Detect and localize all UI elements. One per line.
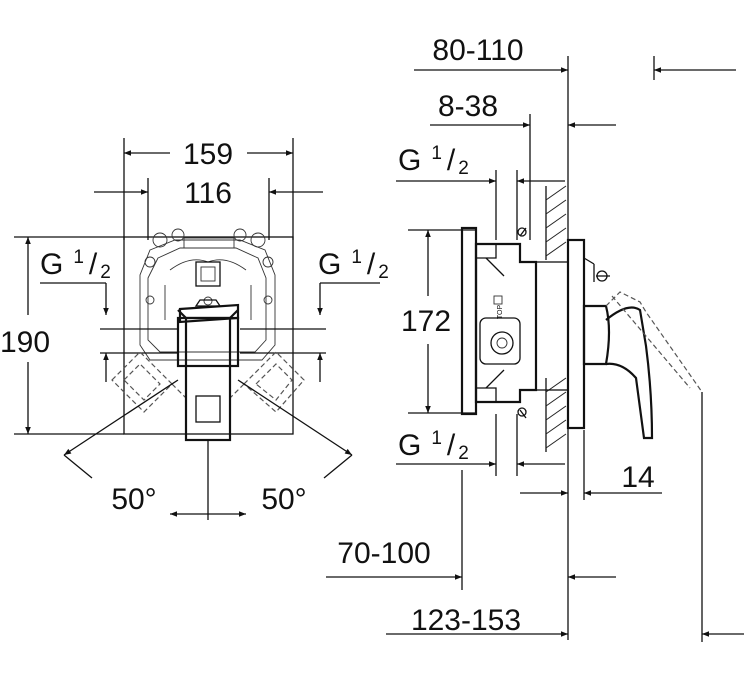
dim-label-190: 190 [0, 326, 50, 359]
thread-bottom-side [396, 414, 565, 476]
thread-label-side-top: G 1 / 2 [398, 143, 469, 179]
lever-handle-front [176, 299, 240, 442]
dim-70-100: 70-100 [326, 470, 616, 590]
mounting-plate [123, 236, 294, 435]
thread-label-front-left: G 1 / 2 [40, 247, 111, 283]
thread-top-side [396, 170, 565, 240]
box-label-top: TOP [497, 305, 504, 320]
dim-label-70-100: 70-100 [337, 537, 430, 570]
thread-label-front-right: G 1 / 2 [318, 247, 389, 283]
dim-123-153: 123-153 [386, 392, 744, 642]
dim-14: 14 [520, 430, 662, 500]
angle-indicators [63, 379, 353, 520]
angle-label-right: 50° [261, 483, 306, 516]
front-view: 159 116 190 [0, 138, 389, 520]
thread-connections-front [40, 282, 380, 382]
dim-label-159: 159 [183, 138, 233, 171]
dim-172: 172 [401, 229, 476, 414]
valve-box-side: TOP [460, 226, 569, 419]
side-view: 80-110 8-38 G 1 / 2 172 [326, 34, 744, 642]
lever-handle-side [582, 291, 703, 440]
dim-80-110: 80-110 [414, 34, 736, 73]
valve-body-outline [139, 228, 276, 361]
wall-plate-side [566, 238, 610, 430]
dim-height-190: 190 [0, 236, 124, 435]
thread-label-side-bottom: G 1 / 2 [398, 428, 469, 464]
handle-rotation-outline [111, 351, 305, 413]
dim-label-123-153: 123-153 [411, 604, 521, 637]
wall-hatching [545, 185, 567, 452]
dim-label-116: 116 [184, 177, 232, 210]
dim-label-14: 14 [621, 461, 654, 494]
dim-width-159: 159 [123, 138, 294, 240]
dim-8-38: 8-38 [430, 90, 616, 128]
angle-label-left: 50° [111, 483, 156, 516]
dim-label-80-110: 80-110 [432, 34, 523, 67]
dim-label-8-38: 8-38 [438, 90, 498, 123]
dim-width-116: 116 [94, 177, 323, 240]
dim-label-172: 172 [401, 305, 451, 338]
